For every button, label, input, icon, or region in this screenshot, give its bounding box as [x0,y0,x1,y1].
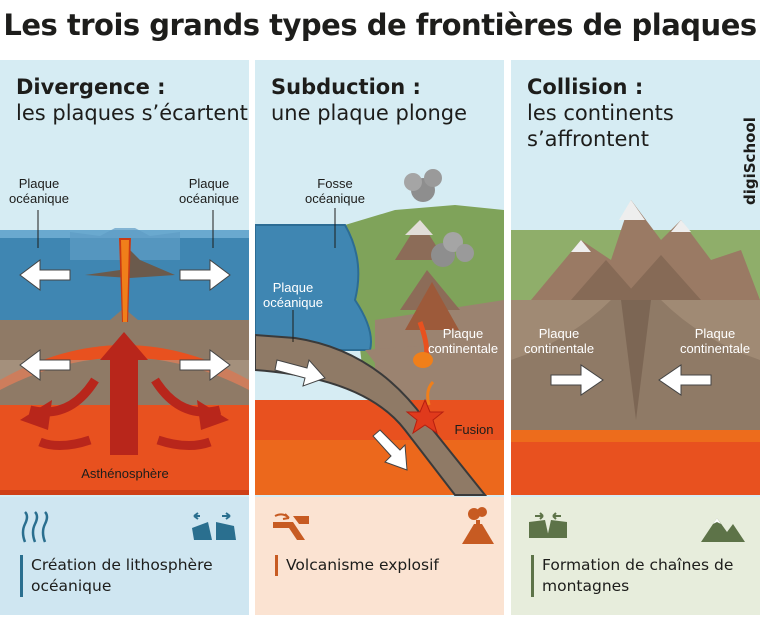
volcano-icon [460,506,496,546]
collision-heading: Collision : [527,74,760,100]
label-plaque-oceanique-left: Plaque océanique [8,176,70,206]
subduction-icon [271,512,311,542]
label-plaque-continentale-left: Plaque continentale [517,326,601,356]
divergence-heading: Divergence : [16,74,248,100]
panel-divergence: Divergence : les plaques s’écartent Plaq… [0,60,249,615]
subduction-subheading: une plaque plonge [271,100,467,126]
label-plaque-continentale: Plaque continentale [423,326,503,356]
panel-collision: Collision : les continents s’affrontent … [511,60,760,615]
subduction-heading: Subduction : [271,74,467,100]
label-asthenosphere: Asthénosphère [60,466,190,481]
page-title: Les trois grands types de frontières de … [0,8,760,42]
collision-subheading: les continents s’affrontent [527,100,760,152]
subduction-footer: Volcanisme explosif [275,555,501,576]
label-fosse-oceanique: Fosse océanique [299,176,371,206]
rising-magma-icon [18,510,52,544]
mountains-icon [699,512,747,544]
label-fusion: Fusion [449,422,499,437]
label-plaque-continentale-right: Plaque continentale [673,326,757,356]
label-plaque-oceanique: Plaque océanique [257,280,329,310]
collision-footer: Formation de chaînes de montagnes [531,555,757,597]
panel-subduction: Subduction : une plaque plonge Fosse océ… [255,60,504,615]
plates-separating-icon [190,510,238,544]
divergence-subheading: les plaques s’écartent [16,100,248,126]
brand-logo: digiSchool [741,117,759,205]
label-plaque-oceanique-right: Plaque océanique [176,176,242,206]
divergence-footer: Création de lithosphère océanique [20,555,246,597]
plates-converging-icon [527,512,569,542]
